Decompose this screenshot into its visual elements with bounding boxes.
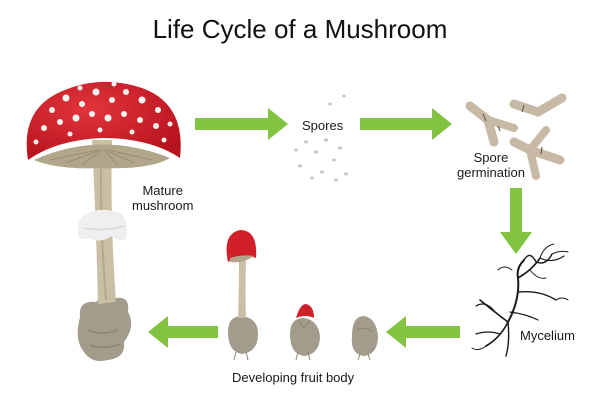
arrow-to-mature: [148, 316, 218, 348]
mature-mushroom-illustration: [26, 81, 181, 361]
spores-illustration: [294, 94, 348, 182]
label-mature-mushroom: Mature mushroom: [132, 183, 194, 213]
diagram-title: Life Cycle of a Mushroom: [152, 14, 448, 44]
arrow-to-developing: [386, 316, 460, 348]
arrow-to-mycelium: [500, 188, 532, 254]
label-developing-fruit-body: Developing fruit body: [232, 370, 355, 385]
label-spores: Spores: [302, 118, 344, 133]
label-mycelium: Mycelium: [520, 328, 575, 343]
spore-germination-illustration: [465, 93, 567, 180]
arrow-to-germination: [360, 108, 452, 140]
mycelium-illustration: [471, 243, 569, 357]
developing-fruit-body-illustration: [226, 230, 378, 361]
label-spore-germination: Spore germination: [457, 150, 525, 180]
arrow-to-spores: [195, 108, 288, 140]
